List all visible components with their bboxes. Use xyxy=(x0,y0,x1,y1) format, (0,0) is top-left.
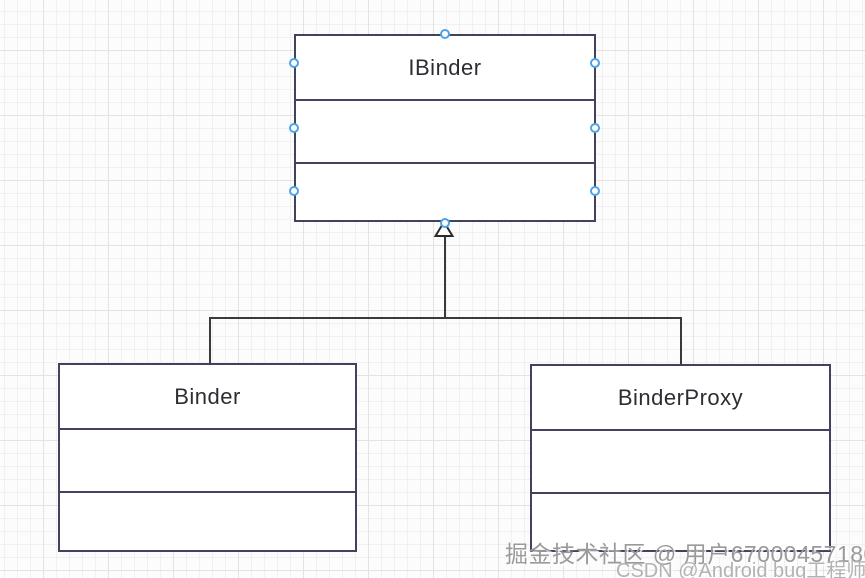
class-title-compartment[interactable]: BinderProxy xyxy=(532,366,829,429)
class-title-compartment[interactable]: IBinder xyxy=(296,36,594,99)
class-fields-compartment[interactable] xyxy=(532,429,829,492)
inheritance-edge-drop-binderproxy[interactable] xyxy=(680,317,682,366)
class-title-label: BinderProxy xyxy=(617,384,744,410)
watermark-csdn: CSDN @Android bug工程师 xyxy=(616,560,865,578)
class-methods-compartment[interactable] xyxy=(296,162,594,220)
inheritance-edge-trunk[interactable] xyxy=(444,236,446,318)
selection-handle-left-middle[interactable] xyxy=(289,123,299,133)
class-fields-compartment[interactable] xyxy=(296,99,594,162)
selection-handle-right-upper[interactable] xyxy=(590,58,600,68)
inheritance-arrowhead-icon xyxy=(433,220,455,237)
class-box-binderproxy[interactable]: BinderProxy xyxy=(530,364,831,552)
class-title-compartment[interactable]: Binder xyxy=(60,365,355,428)
class-methods-compartment[interactable] xyxy=(532,492,829,550)
class-fields-compartment[interactable] xyxy=(60,428,355,491)
selection-handle-right-middle[interactable] xyxy=(590,123,600,133)
selection-handle-bottom-center[interactable] xyxy=(440,218,450,228)
class-methods-compartment[interactable] xyxy=(60,491,355,550)
selection-handle-top-center[interactable] xyxy=(440,29,450,39)
class-box-binder[interactable]: Binder xyxy=(58,363,357,552)
selection-handle-right-lower[interactable] xyxy=(590,186,600,196)
class-box-ibinder[interactable]: IBinder xyxy=(294,34,596,222)
inheritance-edge-drop-binder[interactable] xyxy=(209,317,211,365)
class-title-label: IBinder xyxy=(408,54,482,80)
selection-handle-left-upper[interactable] xyxy=(289,58,299,68)
selection-handle-left-lower[interactable] xyxy=(289,186,299,196)
inheritance-edge-branch[interactable] xyxy=(209,317,682,319)
class-title-label: Binder xyxy=(174,383,241,409)
